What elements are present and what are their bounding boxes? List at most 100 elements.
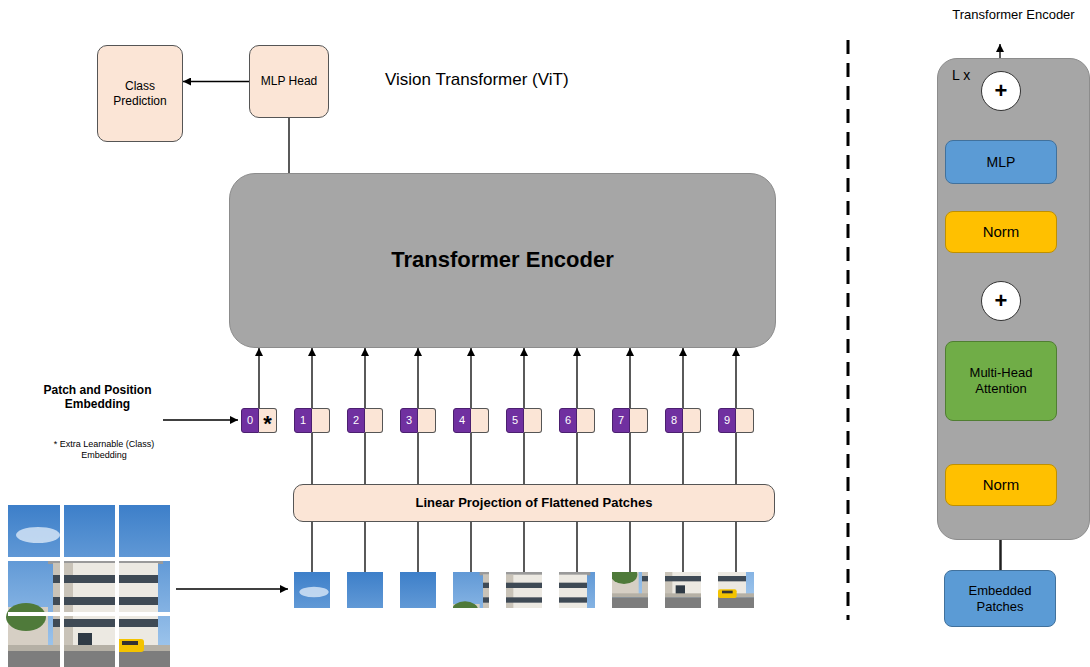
connector	[524, 348, 525, 408]
note-label: * Extra Learnable (Class) Embedding	[48, 439, 160, 461]
connector	[259, 348, 260, 408]
class-token-mark: *	[263, 413, 272, 435]
projection-box: Linear Projection of Flattened Patches	[293, 484, 775, 522]
box-text: Norm	[983, 223, 1020, 241]
connector-arrow	[735, 433, 736, 484]
connector-arrow	[576, 433, 577, 484]
connector	[630, 348, 631, 408]
connector	[312, 433, 313, 484]
connector-arrow	[470, 433, 471, 484]
connector-arrow	[682, 348, 683, 408]
connector-arrow	[470, 348, 471, 408]
position-number: 3	[406, 414, 412, 427]
patch-embedding	[577, 408, 595, 433]
connector-arrow	[417, 433, 418, 484]
connector-arrow	[311, 433, 312, 484]
attention-box: Multi-Head Attention	[945, 341, 1057, 421]
embedding-token: 4	[453, 408, 489, 433]
embedding-token: 0*	[241, 408, 277, 433]
output-box: Class Prediction	[97, 45, 183, 142]
connector-arrow	[288, 118, 289, 173]
box-text: Transformer Encoder	[391, 247, 614, 273]
image-patch	[327, 572, 436, 667]
position-number: 8	[671, 414, 677, 427]
encoder-block: Transformer Encoder	[229, 173, 776, 348]
patch-embedding	[683, 408, 701, 433]
position-index: 6	[559, 408, 577, 433]
connector	[418, 348, 419, 408]
mlp-box: MLP	[945, 140, 1057, 184]
embedding-token: 1	[294, 408, 330, 433]
patch-embedding	[418, 408, 436, 433]
box-text: Norm	[983, 476, 1020, 494]
encoder-detail-panel: Transformer EncoderL x+MLPNorm+Multi-Hea…	[937, 58, 1090, 540]
position-index: 8	[665, 408, 683, 433]
position-index: 7	[612, 408, 630, 433]
box-text: Class Prediction	[104, 79, 176, 108]
position-number: 7	[618, 414, 624, 427]
box-text: Multi-Head Attention	[952, 365, 1050, 396]
position-index: 9	[718, 408, 736, 433]
note-label: Patch and Position Embedding	[35, 383, 160, 412]
box-text: MLP Head	[261, 74, 317, 88]
connector	[183, 81, 249, 82]
panel-heading: Transformer Encoder	[938, 7, 1089, 23]
position-number: 5	[512, 414, 518, 427]
connector-arrow	[576, 348, 577, 408]
patch-embedding	[312, 408, 330, 433]
connector	[683, 433, 684, 484]
input-box: Embedded Patches	[944, 570, 1056, 627]
embedding-token: 9	[718, 408, 754, 433]
position-index: 5	[506, 408, 524, 433]
embedding-token: 8	[665, 408, 701, 433]
connector	[577, 433, 578, 484]
position-number: 9	[724, 414, 730, 427]
split-arrow	[176, 588, 288, 589]
embedding-token: 5	[506, 408, 542, 433]
repeat-label: L x	[952, 67, 970, 84]
connector	[524, 433, 525, 484]
add-circle: +	[981, 71, 1021, 111]
grid-line	[8, 557, 170, 561]
image-patch	[486, 536, 595, 644]
connector-arrow	[258, 348, 259, 408]
box-text: MLP	[987, 154, 1016, 171]
patch-embedding	[471, 408, 489, 433]
box-text: +	[995, 288, 1008, 314]
image-scene	[6, 505, 170, 667]
connector-arrow	[523, 348, 524, 408]
connector-arrow	[311, 348, 312, 408]
connector	[736, 433, 737, 484]
box-text: Linear Projection of Flattened Patches	[416, 495, 653, 511]
connector	[630, 433, 631, 484]
input-image	[6, 505, 170, 667]
connector	[365, 433, 366, 484]
patch-lines	[312, 522, 736, 572]
patch-embedding: *	[259, 408, 277, 433]
connector-arrow	[629, 433, 630, 484]
diagram-title: Vision Transformer (ViT)	[385, 70, 569, 90]
position-number: 4	[459, 414, 465, 427]
grid-line	[8, 612, 170, 616]
connector-arrow	[364, 348, 365, 408]
position-number: 1	[300, 414, 306, 427]
connector	[312, 348, 313, 408]
grid-line	[115, 505, 119, 667]
position-index: 3	[400, 408, 418, 433]
norm-box: Norm	[945, 464, 1057, 506]
connector-arrow	[183, 81, 249, 82]
connector	[365, 348, 366, 408]
embedding-token: 3	[400, 408, 436, 433]
patch-embedding	[524, 408, 542, 433]
connector	[736, 348, 737, 408]
box-text: +	[995, 78, 1008, 104]
connector-arrow	[682, 433, 683, 484]
position-index: 0	[241, 408, 259, 433]
connector	[471, 348, 472, 408]
grid-line	[60, 505, 64, 667]
patch-embedding	[736, 408, 754, 433]
connector-arrow	[735, 348, 736, 408]
connector	[577, 348, 578, 408]
connector	[289, 118, 290, 173]
mlp-head-box: MLP Head	[249, 45, 329, 118]
